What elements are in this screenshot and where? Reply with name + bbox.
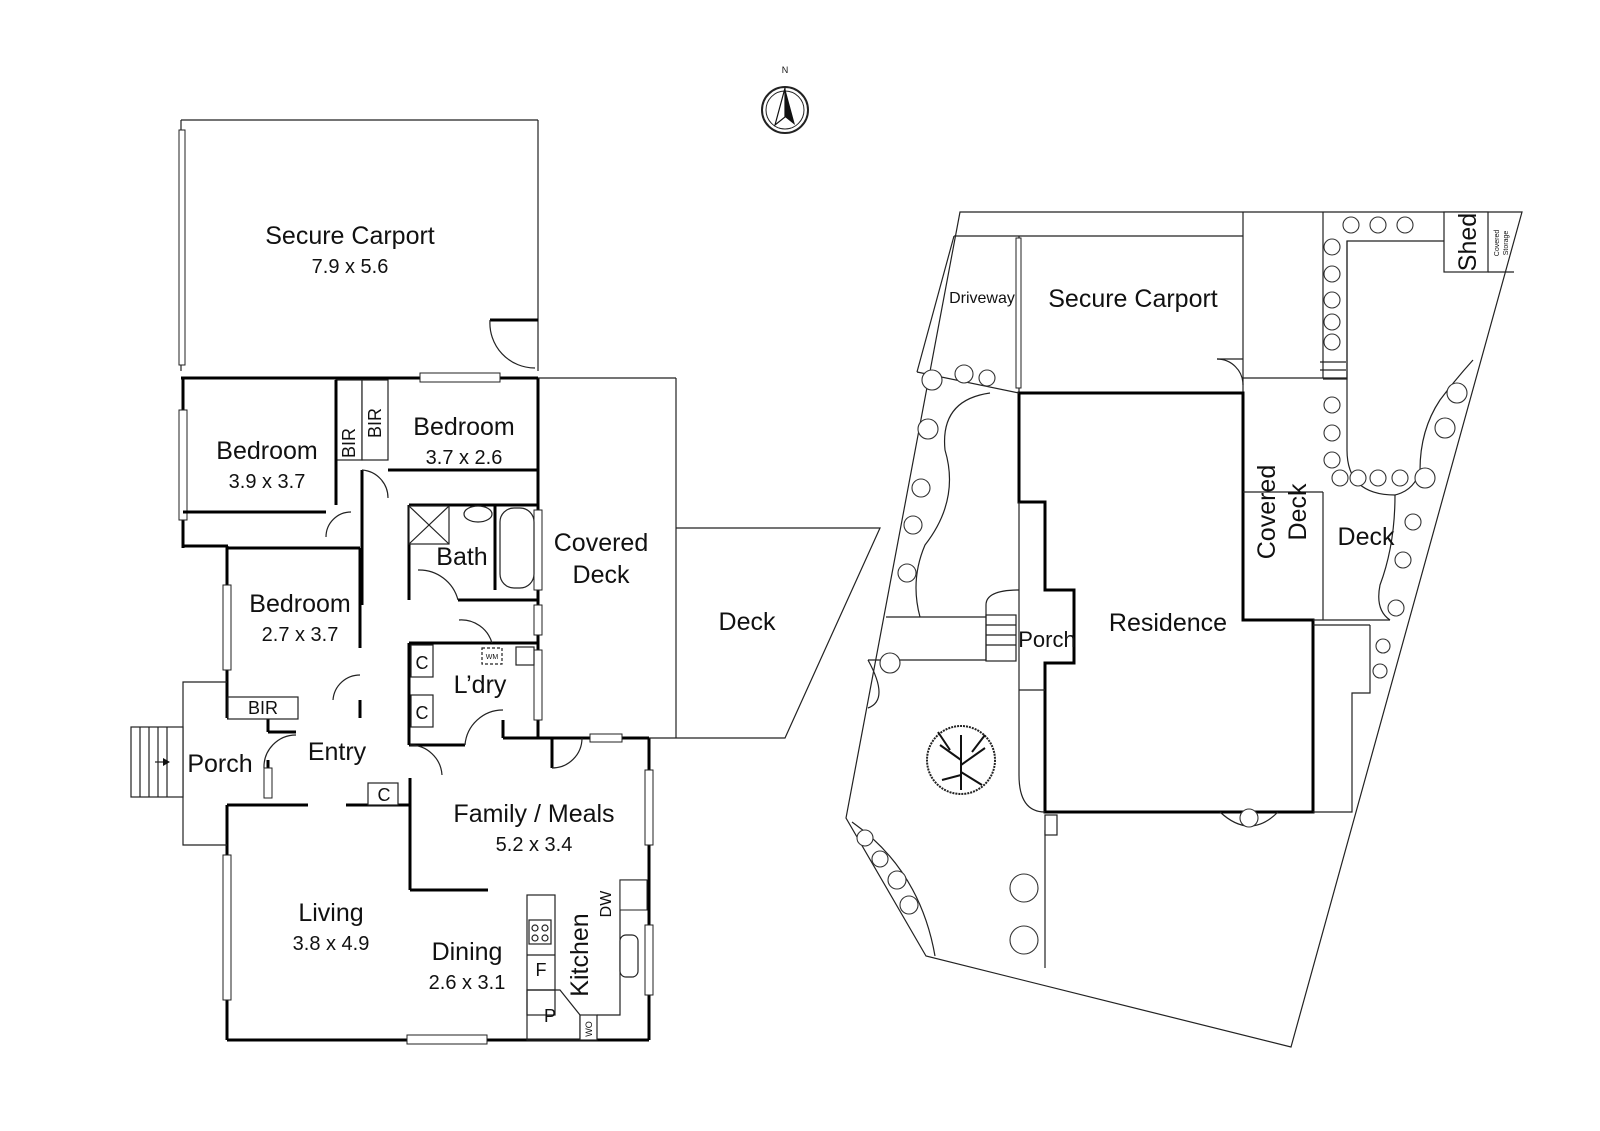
- cupboard-label-1: C: [416, 653, 429, 673]
- room-dims-bedroom-1: 3.9 x 3.7: [229, 471, 306, 493]
- site-residence: [851, 235, 1474, 968]
- site-trees: [856, 216, 1468, 955]
- site-plan: Driveway Secure Carport Shed Covered Sto…: [845, 211, 1523, 1048]
- site-carport: [954, 211, 1514, 394]
- room-dims-carport: 7.9 x 5.6: [312, 256, 389, 278]
- site-label-porch: Porch: [1018, 627, 1075, 652]
- room-label-entry: Entry: [308, 738, 367, 766]
- site-label-deck: Deck: [1338, 523, 1395, 551]
- carport-outline: [178, 119, 539, 371]
- room-label-bedroom-1: Bedroom: [216, 437, 317, 465]
- room-label-bedroom-2: Bedroom: [413, 413, 514, 441]
- room-label-living: Living: [298, 899, 363, 927]
- dishwasher-label: DW: [598, 890, 615, 918]
- fridge-label: F: [536, 960, 547, 980]
- site-label-driveway: Driveway: [949, 290, 1015, 307]
- room-dims-dining: 2.6 x 3.1: [429, 972, 506, 994]
- room-label-porch: Porch: [187, 750, 252, 778]
- room-label-carport: Secure Carport: [265, 222, 435, 250]
- site-plan-labels: Driveway Secure Carport Shed Covered Sto…: [949, 213, 1510, 652]
- wall-oven-label: WO: [584, 1021, 594, 1037]
- room-label-covered-deck-1: Covered: [554, 529, 649, 557]
- compass-north-label: N: [782, 65, 789, 75]
- room-dims-family: 5.2 x 3.4: [496, 834, 573, 856]
- site-label-covered-storage-1: Covered: [1494, 230, 1501, 257]
- large-tree-icon: [926, 725, 996, 795]
- bir-label-bed2: BIR: [365, 408, 385, 438]
- interior-walls: [183, 379, 648, 1041]
- room-dims-bedroom-3: 2.7 x 3.7: [262, 624, 339, 646]
- north-compass-icon: N: [761, 65, 809, 134]
- room-label-family: Family / Meals: [453, 800, 614, 828]
- site-label-residence: Residence: [1109, 609, 1227, 637]
- room-dims-bedroom-2: 3.7 x 2.6: [426, 447, 503, 469]
- room-label-laundry: L’dry: [454, 671, 507, 699]
- site-boundary: [845, 211, 1523, 1048]
- site-label-covered-storage-2: Storage: [1503, 231, 1510, 256]
- washing-machine-label: WM: [486, 654, 499, 661]
- pantry-label: P: [544, 1006, 556, 1026]
- room-label-deck: Deck: [719, 608, 776, 636]
- floor-plan-labels: Secure Carport 7.9 x 5.6 Bedroom 3.9 x 3…: [187, 222, 776, 1037]
- room-label-kitchen: Kitchen: [566, 913, 594, 996]
- bir-label-bed1: BIR: [339, 428, 359, 458]
- room-label-covered-deck-2: Deck: [573, 561, 630, 589]
- cupboard-label-3: C: [378, 785, 391, 805]
- site-label-covered-deck-1: Covered: [1253, 465, 1281, 560]
- floor-plan: Secure Carport 7.9 x 5.6 Bedroom 3.9 x 3…: [130, 119, 881, 1045]
- room-label-bath: Bath: [436, 543, 487, 571]
- site-label-covered-deck-2: Deck: [1284, 483, 1312, 540]
- deck-outlines: [538, 377, 881, 739]
- site-label-shed: Shed: [1454, 213, 1482, 271]
- room-dims-living: 3.8 x 4.9: [293, 933, 370, 955]
- bir-label-bed3: BIR: [248, 698, 278, 718]
- cupboard-label-2: C: [416, 703, 429, 723]
- site-label-carport: Secure Carport: [1048, 285, 1218, 313]
- room-label-bedroom-3: Bedroom: [249, 590, 350, 618]
- porch-outline: [130, 681, 297, 846]
- room-label-dining: Dining: [432, 938, 503, 966]
